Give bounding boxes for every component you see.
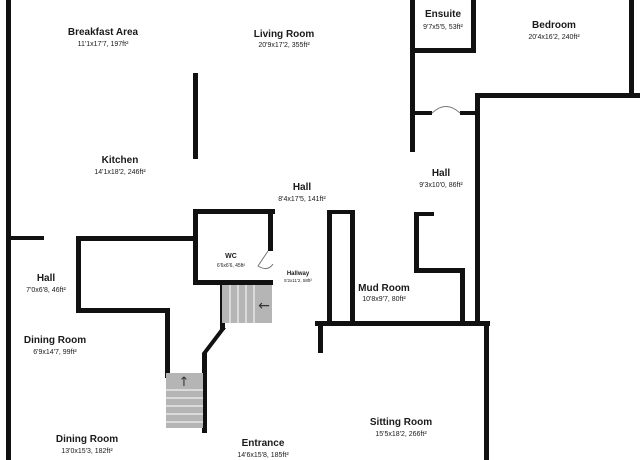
room-dims: 9'7x5'5, 53ft² bbox=[423, 24, 463, 31]
wall-mudroom-right bbox=[460, 268, 465, 326]
room-name: Bedroom bbox=[532, 20, 576, 31]
door-swings bbox=[257, 106, 461, 270]
room-labels: Breakfast Area 11'1x17'7, 197ft² Living … bbox=[24, 9, 580, 459]
room-name: Living Room bbox=[254, 29, 315, 40]
room-dims: 6'9x14'7, 99ft² bbox=[33, 349, 77, 356]
wall-sitting-top bbox=[315, 321, 490, 326]
wall-left-outer bbox=[6, 0, 11, 460]
wall-wc-left bbox=[193, 209, 198, 283]
stairs-upper-arrow-icon: ← bbox=[258, 298, 270, 314]
room-dims: 20'9x17'2, 355ft² bbox=[258, 42, 310, 49]
room-dims: 9'3x10'0, 86ft² bbox=[419, 182, 463, 189]
wall-wc-right bbox=[268, 209, 273, 251]
room-name: Dining Room bbox=[24, 335, 86, 346]
stairs-lower-fill bbox=[166, 373, 203, 428]
wall-bedroom-bottom bbox=[475, 93, 640, 98]
wall-mudroom-left-b bbox=[350, 212, 355, 322]
wall-ensuite-left bbox=[410, 0, 415, 52]
room-name: Sitting Room bbox=[370, 417, 432, 428]
room-name: Dining Room bbox=[56, 434, 118, 445]
wall-sitting-left bbox=[318, 321, 323, 353]
door-swing-wc bbox=[257, 250, 274, 270]
room-dims: 5'2x11'2, 58ft² bbox=[284, 278, 312, 283]
wall-mudroom-left-a bbox=[327, 212, 332, 322]
wall-wc-bottom bbox=[193, 280, 273, 285]
wall-ensuite-right bbox=[471, 0, 476, 52]
wall-ensuite-bottom bbox=[410, 48, 476, 53]
room-name: Hall bbox=[37, 273, 56, 284]
wall-hall-notch bbox=[414, 212, 434, 216]
wall-dining-upper-bottom bbox=[76, 308, 170, 313]
wall-mudroom-right-step bbox=[414, 268, 464, 273]
room-dims: 15'5x18'2, 266ft² bbox=[375, 431, 427, 438]
room-dims: 11'1x17'7, 197ft² bbox=[78, 41, 129, 48]
room-name: Kitchen bbox=[102, 155, 139, 166]
room-name: Entrance bbox=[242, 438, 285, 449]
wall-mudroom-top bbox=[327, 210, 355, 214]
wall-right-outer bbox=[629, 0, 634, 98]
room-dims: 7'0x6'8, 46ft² bbox=[26, 287, 66, 294]
stairs-upper: ← bbox=[222, 285, 272, 323]
room-dims: 8'4x17'5, 141ft² bbox=[278, 196, 326, 203]
room-dims: 14'1x18'2, 246ft² bbox=[94, 169, 146, 176]
room-dims: 14'6x15'8, 185ft² bbox=[237, 452, 289, 459]
wall-hall-door-right bbox=[460, 111, 480, 115]
room-name: Mud Room bbox=[358, 283, 410, 294]
room-dims: 20'4x16'2, 240ft² bbox=[528, 34, 580, 41]
wall-bedroom-inner bbox=[475, 93, 480, 323]
room-name: Hall bbox=[293, 182, 312, 193]
stairs-lower-arrow-icon: ↑ bbox=[179, 375, 190, 390]
stairs-lower: ↑ bbox=[166, 373, 203, 428]
wall-living-divider bbox=[193, 73, 198, 159]
wall-hall-door-left bbox=[410, 111, 432, 115]
wall-dining-upper-right bbox=[76, 236, 81, 312]
wall-stairs-right-vert bbox=[202, 353, 207, 433]
wall-hall-left-top bbox=[6, 236, 44, 240]
room-name: Breakfast Area bbox=[68, 27, 139, 38]
room-name: WC bbox=[225, 253, 237, 260]
walls bbox=[6, 0, 640, 460]
room-name: Hallway bbox=[287, 271, 310, 277]
door-swing-hall bbox=[431, 106, 461, 114]
room-name: Hall bbox=[432, 168, 451, 179]
room-dims: 13'0x15'3, 182ft² bbox=[61, 448, 113, 455]
wall-hall-left-upper bbox=[410, 52, 415, 152]
room-dims: 6'6x6'6, 45ft² bbox=[217, 263, 246, 269]
wall-hall-right-lower bbox=[414, 212, 419, 272]
room-dims: 10'8x9'7, 80ft² bbox=[362, 296, 406, 303]
wall-stairs-diagonal bbox=[202, 328, 226, 353]
wall-wc-top bbox=[193, 209, 275, 214]
wall-sitting-right bbox=[484, 321, 489, 460]
wall-stairs-left bbox=[165, 308, 170, 378]
wall-kitchen-bottom bbox=[76, 236, 194, 241]
room-name: Ensuite bbox=[425, 9, 462, 20]
